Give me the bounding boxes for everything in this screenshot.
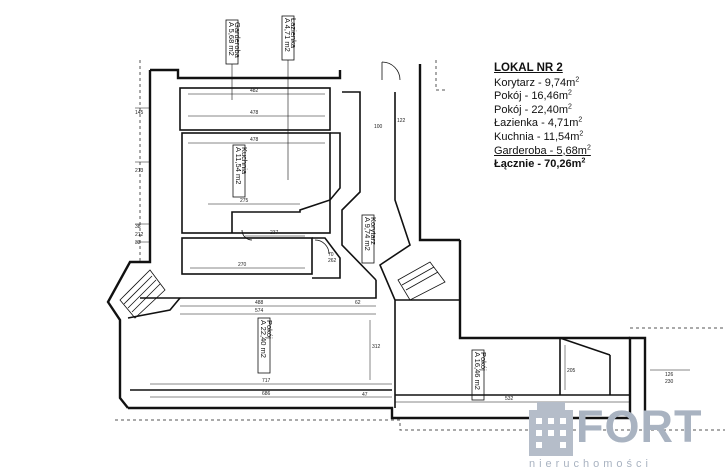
room-korytarz-area: A 9,74 m2 [363,217,372,251]
legend-room-name: Pokój [494,90,522,103]
dim-label: 574 [255,308,264,314]
inner-walls [127,87,630,408]
brand-subtitle: nieruchomości [529,458,652,470]
legend-row: Pokój - 22,40m2 [494,103,572,116]
dim-label: 145 [135,110,144,116]
dim-label: 100 [374,124,383,130]
dim-label: 62 [355,300,361,306]
room-kuchnia-area: A 11,54 m2 [234,147,243,184]
legend-room-area: 16,46m [531,90,569,103]
legend-unit-sup: 2 [581,157,586,165]
dim-label: 212 [135,232,144,238]
legend-total: Łącznie - 70,26m2 [494,157,586,171]
room-pokoj-large-name: Pokój [265,320,274,339]
legend-row: Łazienka - 4,71m2 [494,116,583,130]
room-garderoba-name: Garderoba [233,22,242,59]
dim-label: 126 [665,372,674,378]
room-garderoba-area: A 5,68 m2 [227,22,236,56]
dim-label: 70 [328,252,334,258]
legend-room-area: 11,54m [543,130,580,143]
legend-unit-sup: 2 [568,103,572,111]
legend-room-name: Garderoba [494,144,547,157]
dim-label: 230 [665,379,674,385]
room-lazienka-name: Łazienka [289,18,298,49]
room-lazienka-area: A 4,71 m2 [283,18,292,52]
dim-label: 532 [505,396,514,402]
legend-total-name: Łącznie [494,158,535,171]
legend-row: Korytarz - 9,74m2 [494,75,580,89]
dim-label: 312 [372,344,381,350]
legend-unit-sup: 2 [575,75,580,83]
legend-unit-sup: 2 [568,89,572,97]
dim-label: 478 [250,137,259,143]
dim-label: 686 [262,391,271,397]
legend-room-name: Korytarz [494,76,535,89]
legend-total-area: 70,26m [544,158,582,171]
room-korytarz-name: Korytarz [369,217,378,245]
legend-unit-sup: 2 [578,116,583,124]
dim-label: 717 [262,378,271,384]
room-pokoj-small-area: A 16,46 m2 [473,352,482,390]
dim-label: 122 [397,118,406,124]
room-pokoj-large-area: A 22,40 m2 [259,320,268,358]
dim-label: 270 [238,262,247,268]
brand-wordmark: FORT [576,401,703,452]
dim-label: 33 [135,240,141,246]
dim-label: 205 [567,368,576,374]
legend-row: Garderoba - 5,68m2 [494,143,591,157]
room-pokoj-small-name: Pokój [479,352,488,371]
legend-room-name: Łazienka [494,117,539,130]
legend-room-area: 22,40m [531,103,569,116]
dimension-labels: 482 478 478 275 237 270 488 574 717 686 … [135,88,674,402]
legend-row: Kuchnia - 11,54m2 [494,130,584,143]
legend-row: Pokój - 16,46m2 [494,89,572,103]
dim-label: 38 [135,224,141,230]
leader-lines [231,60,289,180]
legend-room-name: Pokój [494,103,522,116]
legend-room-area: 5,68m [556,144,587,157]
door-swings [241,61,401,255]
dim-label: 275 [240,198,249,204]
legend-room-area: 9,74m [544,76,576,89]
room-kuchnia-name: Kuchnia [240,147,249,175]
dim-label: 237 [270,230,279,236]
legend-unit-sup: 2 [579,130,584,138]
dim-label: 213 [135,168,144,174]
room-labels: Garderoba A 5,68 m2 Łazienka A 4,71 m2 K… [227,18,488,390]
dim-label: 482 [250,88,259,94]
dim-label: 488 [255,300,264,306]
legend-unit-sup: 2 [586,143,591,151]
legend-title: LOKAL NR 2 [494,62,563,74]
legend-room-name: Kuchnia [494,130,534,143]
dim-label: 478 [250,110,259,116]
brand-building-icon [529,402,573,456]
dimension-lines [135,93,690,403]
legend-room-area: 4,71m [547,117,579,130]
dim-label: 47 [362,392,368,398]
balcony [119,261,446,319]
dim-label: 262 [328,258,337,264]
area-legend: LOKAL NR 2 Korytarz - 9,74m2 Pokój - 16,… [494,62,694,172]
